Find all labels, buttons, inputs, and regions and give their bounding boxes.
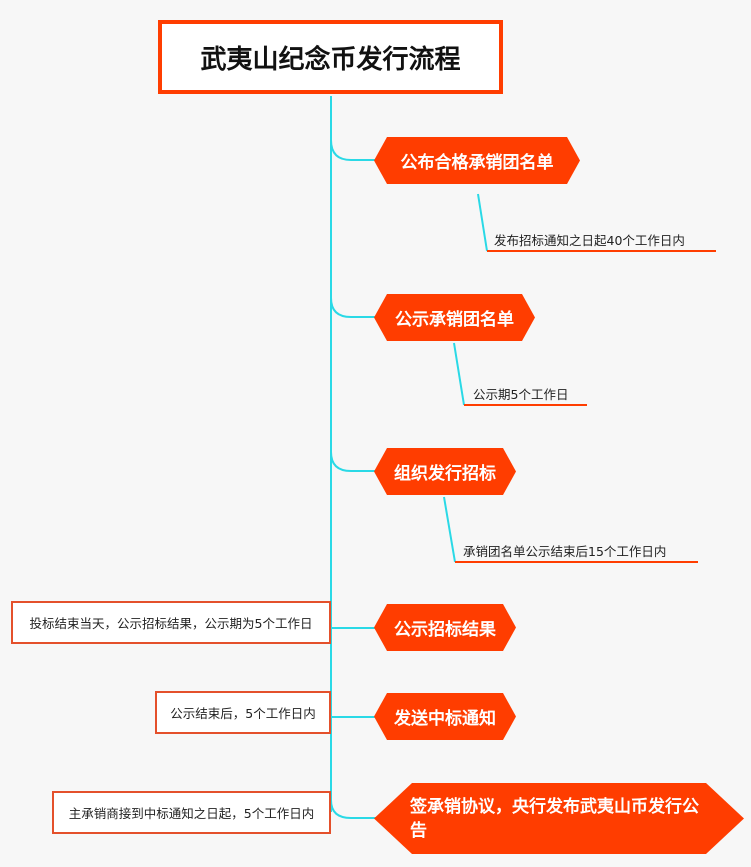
note-branch-3 [443,496,456,563]
diagram-title: 武夷山纪念币发行流程 [158,20,503,94]
note-branch-2 [453,342,465,406]
branch-step-2 [330,297,377,318]
step-node-1: 公布合格承销团名单 [374,137,580,184]
branch-step-6 [330,799,377,819]
step-note-1: 发布招标通知之日起40个工作日内 [494,233,685,248]
step-note-box-4: 投标结束当天，公示招标结果，公示期为5个工作日 [11,601,331,644]
step-node-5: 发送中标通知 [374,693,516,740]
step-node-2: 公示承销团名单 [374,294,535,341]
step-note-2: 公示期5个工作日 [473,387,569,402]
branch-step-3 [330,451,377,472]
note-branch-1 [477,193,488,252]
step-note-box-5: 公示结束后，5个工作日内 [155,691,331,734]
step-node-4: 公示招标结果 [374,604,516,651]
step-note-box-6: 主承销商接到中标通知之日起，5个工作日内 [52,791,331,834]
step-node-3: 组织发行招标 [374,448,516,495]
step-note-3: 承销团名单公示结束后15个工作日内 [463,544,667,559]
step-node-6: 签承销协议，央行发布武夷山币发行公告 [374,783,744,854]
branch-step-1 [330,139,377,161]
